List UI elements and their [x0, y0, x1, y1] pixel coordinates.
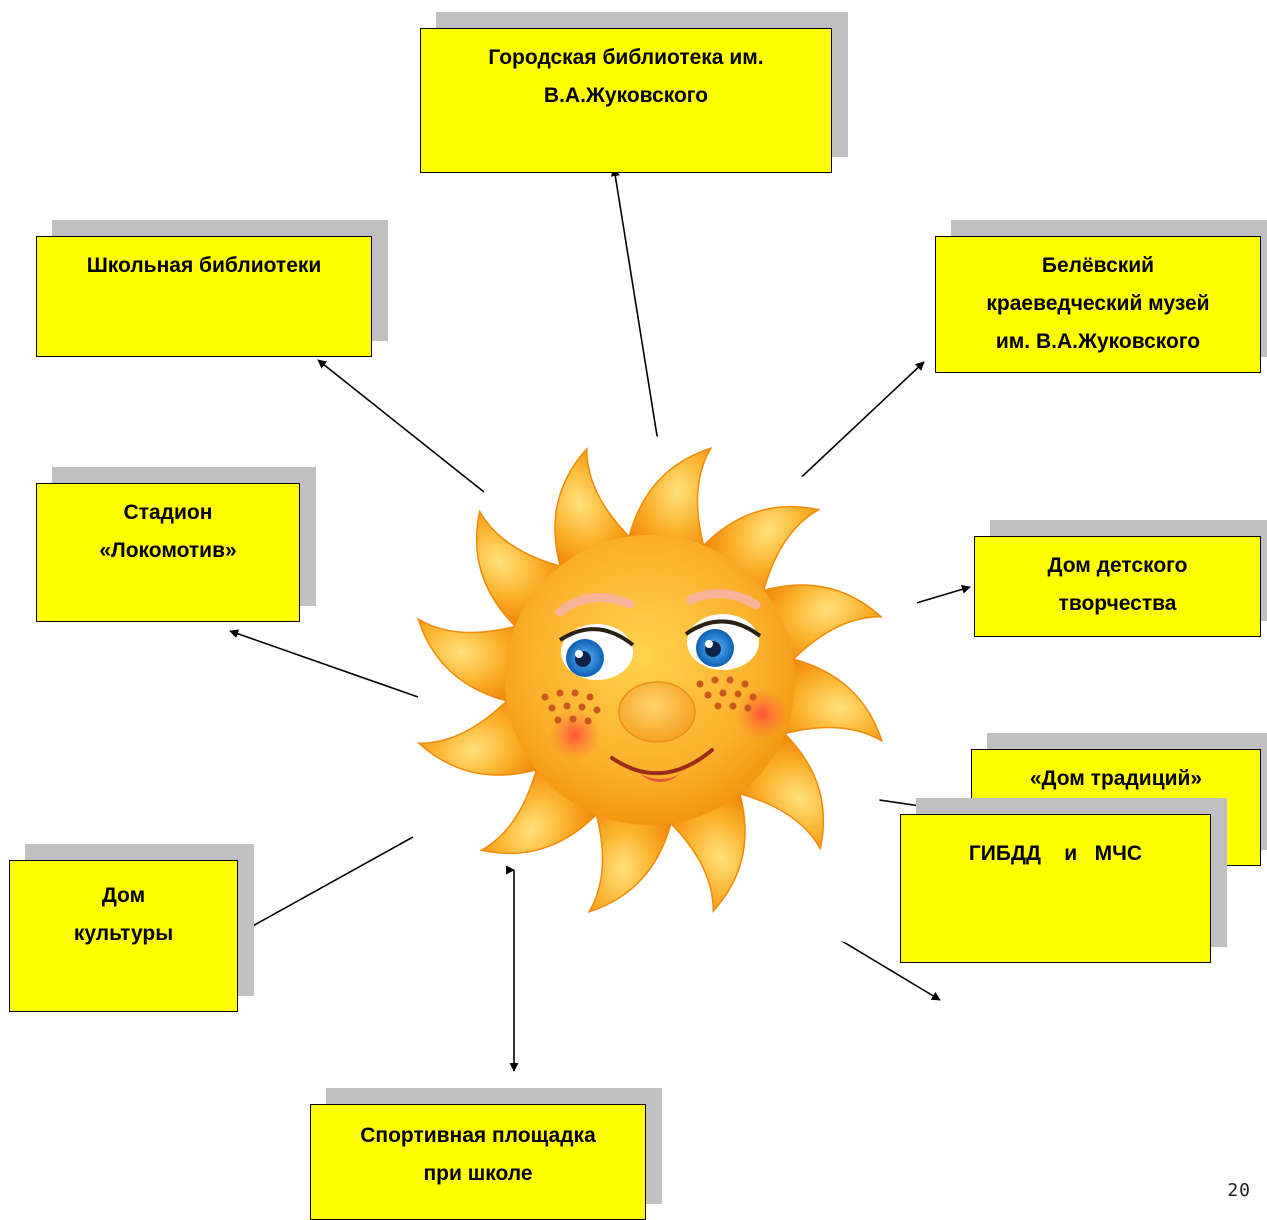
node-city-library-line-1: Городская библиотека им.: [488, 46, 764, 69]
arrow-to-culture-house: [239, 836, 414, 934]
node-police-line-1: ГИБДД и МЧС: [968, 842, 1143, 865]
arrow-to-children-house: [912, 585, 971, 605]
node-stadium-line-1: Стадион: [123, 501, 213, 524]
node-sportsground-line-1: Спортивная площадка: [360, 1124, 596, 1147]
node-school-library: Школьная библиотеки: [36, 236, 372, 357]
node-museum-line-2: краеведческий музей: [986, 292, 1210, 315]
node-city-library-line-2: В.А.Жуковского: [543, 84, 709, 107]
node-museum: Белёвский краеведческий музей им. В.А.Жу…: [935, 236, 1261, 373]
node-stadium: Стадион «Локомотив»: [36, 483, 300, 622]
node-city-library: Городская библиотека им. В.А.Жуковского: [420, 28, 832, 173]
node-culture-house: Дом культуры: [9, 860, 238, 1012]
page-number: 20: [1227, 1180, 1251, 1201]
arrow-to-traditions: [851, 795, 983, 819]
node-children-line-2: творчества: [1058, 592, 1177, 615]
node-sportsground-line-2: при школе: [423, 1162, 533, 1185]
node-children-line-1: Дом детского: [1047, 554, 1188, 577]
arrow-to-stadium: [229, 629, 419, 698]
arrow-to-city-library: [610, 167, 660, 449]
node-traditions-line-1: «Дом традиций»: [1029, 767, 1203, 790]
node-stadium-line-2: «Локомотив»: [99, 539, 237, 562]
node-school-library-line-1: Школьная библиотеки: [86, 254, 322, 277]
arrow-to-museum: [791, 361, 925, 487]
node-school-sports-ground: Спортивная площадка при школе: [310, 1104, 646, 1220]
node-museum-line-3: им. В.А.Жуковского: [995, 330, 1201, 353]
node-culture-line-2: культуры: [73, 922, 174, 945]
node-police-emergency: ГИБДД и МЧС: [900, 814, 1211, 963]
node-culture-line-1: Дом: [101, 884, 146, 907]
arrow-to-school-library: [317, 359, 485, 493]
node-museum-line-1: Белёвский: [1041, 254, 1155, 277]
node-children-creativity-house: Дом детского творчества: [974, 536, 1261, 637]
